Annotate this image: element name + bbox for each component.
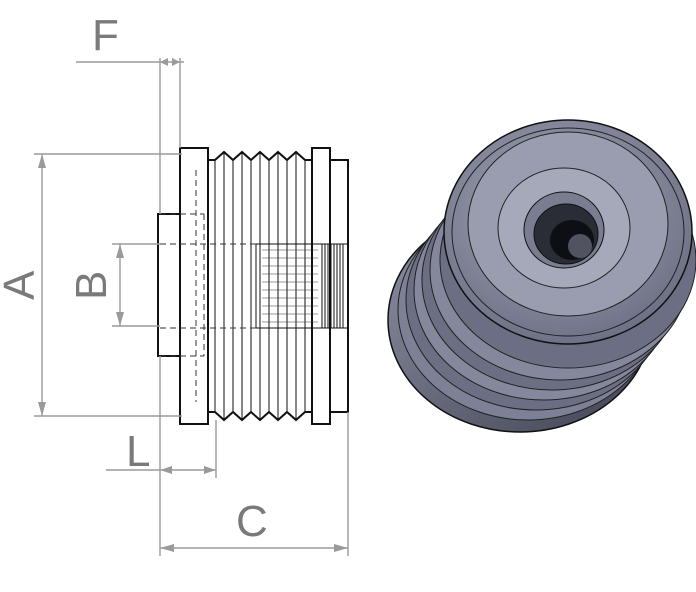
internal-spline <box>255 243 349 329</box>
dimension-label-l: L <box>126 427 150 476</box>
perspective-view <box>387 119 696 433</box>
right-flange <box>311 147 331 425</box>
dimension-label-b: B <box>67 271 116 300</box>
dimension-label-c: C <box>236 497 268 546</box>
dimension-label-f: F <box>92 11 119 60</box>
side-view <box>157 147 349 425</box>
dimension-lines <box>34 58 349 556</box>
hub <box>157 213 183 357</box>
left-flange <box>179 147 209 425</box>
dimension-label-a: A <box>0 270 44 300</box>
right-cap <box>329 159 349 413</box>
